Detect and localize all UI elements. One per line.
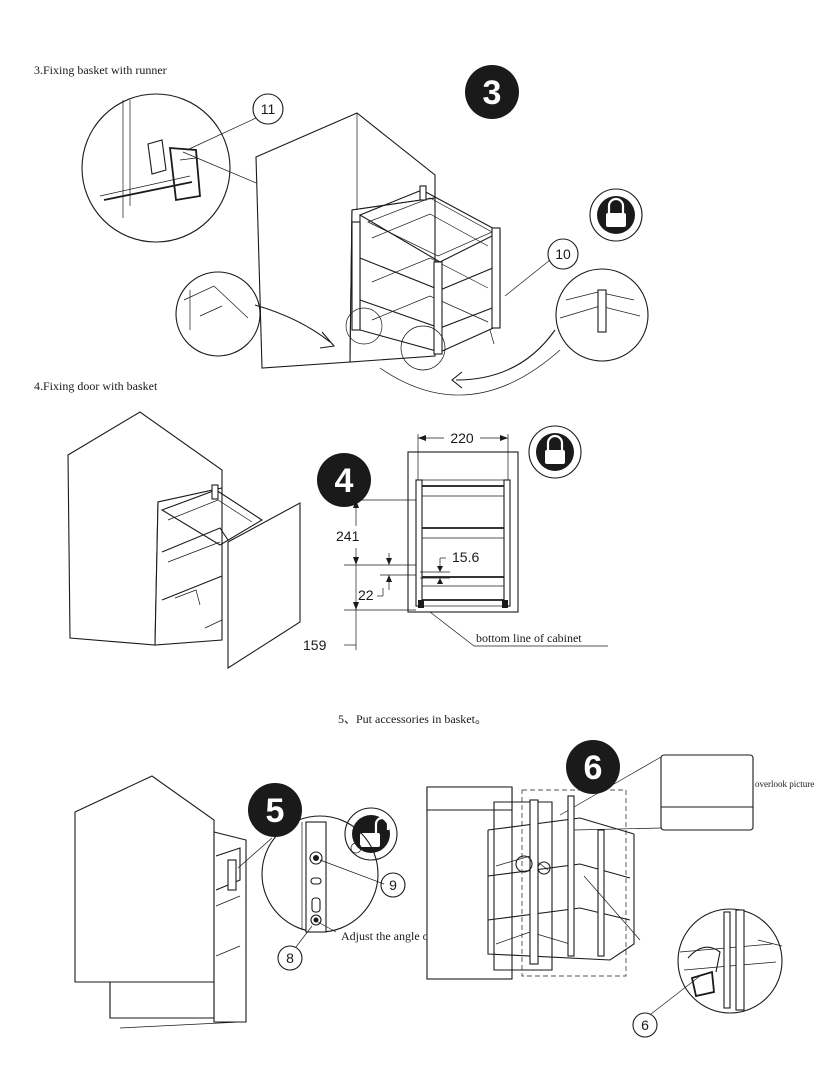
lock-open-icon xyxy=(344,807,398,861)
step3-detail-runner-right xyxy=(379,268,649,396)
svg-text:11: 11 xyxy=(261,101,276,117)
dim-241: 241 xyxy=(336,528,360,544)
callout-11: 11 xyxy=(186,93,284,151)
callout-6: 6 xyxy=(632,975,701,1038)
svg-text:220: 220 xyxy=(450,430,474,446)
callout-9: 9 xyxy=(380,872,406,898)
dim-vertical: 241 159 22 15.6 xyxy=(303,499,479,653)
svg-text:9: 9 xyxy=(389,877,397,893)
svg-text:overlook picture: overlook picture xyxy=(755,779,814,789)
lock-closed-icon xyxy=(589,188,643,242)
step3-badge: 3 xyxy=(465,65,519,119)
svg-text:6: 6 xyxy=(584,749,603,787)
step4-front-view xyxy=(407,434,519,613)
dim-220: 220 xyxy=(418,430,508,446)
callout-8: 8 xyxy=(277,925,313,971)
step3-caption: 3.Fixing basket with runner xyxy=(34,63,167,77)
step6-detail-clip xyxy=(677,908,783,1014)
svg-text:4: 4 xyxy=(335,462,354,500)
svg-text:bottom line of cabinet: bottom line of cabinet xyxy=(476,631,582,645)
callout-10: 10 xyxy=(547,238,579,270)
svg-text:5: 5 xyxy=(266,792,285,830)
dim-15-6: 15.6 xyxy=(452,549,479,565)
step5-cabinet xyxy=(74,775,273,1029)
svg-text:6: 6 xyxy=(641,1017,649,1033)
step5-badge: 5 xyxy=(248,783,302,837)
step4-caption: 4.Fixing door with basket xyxy=(34,379,158,393)
step5-caption: 5、Put accessories in basket。 xyxy=(338,712,487,726)
svg-text:8: 8 xyxy=(286,950,294,966)
step6-cabinet xyxy=(426,786,641,980)
step4-badge: 4 xyxy=(317,453,371,507)
svg-text:10: 10 xyxy=(555,246,571,262)
step4-cabinet xyxy=(67,411,301,670)
step3-detail-runner-left xyxy=(175,271,383,357)
step3-cabinet xyxy=(255,112,551,369)
step6-badge: 6 xyxy=(566,740,620,794)
overlook-picture: overlook picture xyxy=(559,754,814,831)
bottom-line-label: bottom line of cabinet xyxy=(429,611,608,647)
step5-detail-hinge xyxy=(261,815,385,933)
dim-22: 22 xyxy=(358,587,374,603)
svg-text:3: 3 xyxy=(483,74,502,112)
lock-closed-icon xyxy=(528,425,582,479)
dim-159: 159 xyxy=(303,637,327,653)
